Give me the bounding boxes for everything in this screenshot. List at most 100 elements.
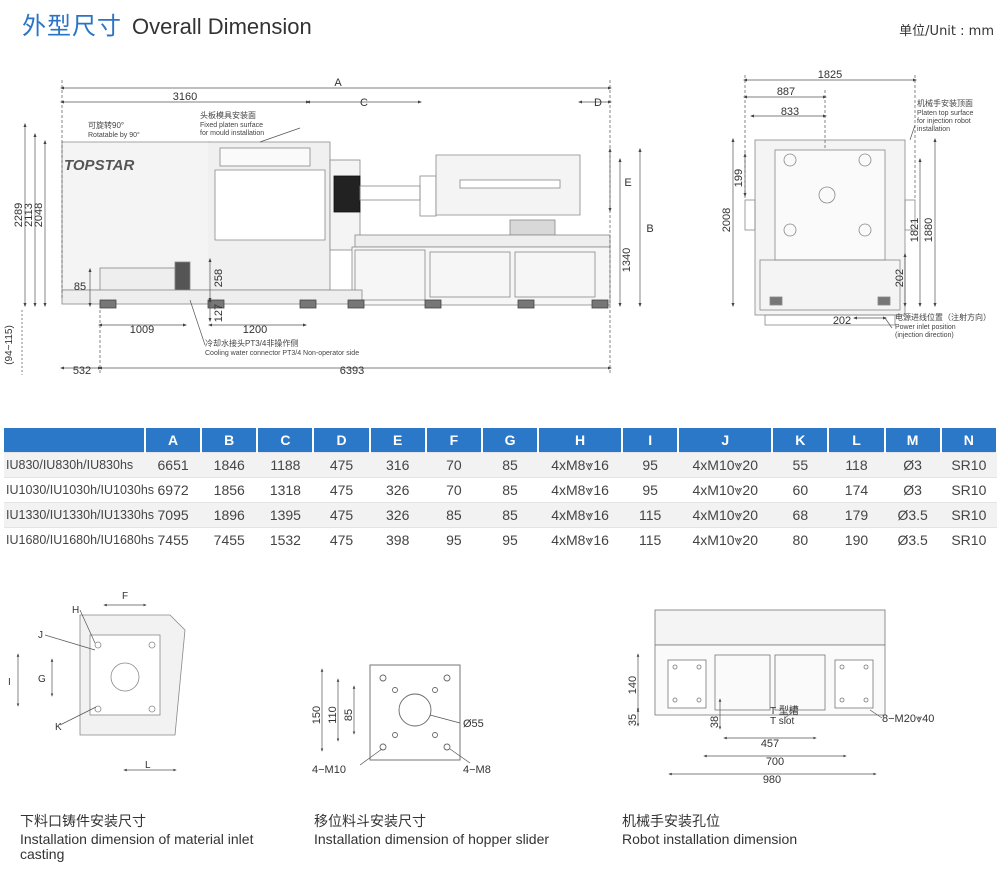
table-cell: 7455 [145, 527, 202, 552]
table-cell: 4xM10⩔20 [678, 452, 773, 478]
dim-140: 140 [627, 676, 639, 694]
robot-top-en1: Platen top surface [917, 110, 974, 117]
label-H: H [72, 605, 79, 616]
robot-install-drawing: 140 35 38 T 型槽 T slot 8−M20⩔40 457 700 9… [627, 609, 934, 786]
model-name-cell: IU1680/IU1680h/IU1680hs [4, 527, 154, 552]
power-inlet-en2: (injection direction) [895, 332, 954, 339]
dim-110: 110 [327, 706, 339, 724]
table-cell: 1188 [257, 452, 314, 478]
robot-top-zh: 机械手安装顶面 [917, 98, 973, 108]
label-K: K [55, 722, 62, 733]
table-cell: SR10 [940, 527, 997, 552]
dim-980: 980 [763, 774, 781, 786]
table-cell: 115 [622, 527, 679, 552]
table-cell: 4xM8⩔16 [538, 527, 623, 552]
table-header: D [313, 428, 371, 453]
table-cell: Ø3 [884, 452, 941, 478]
dim-38: 38 [709, 716, 721, 728]
table-cell: 1395 [257, 502, 314, 528]
dim-1825: 1825 [818, 69, 842, 81]
table-header: J [678, 428, 774, 453]
model-name-cell: IU830/IU830h/IU830hs [4, 452, 145, 478]
table-cell: 85 [425, 502, 482, 528]
table-cell: SR10 [940, 452, 997, 478]
dim-532: 532 [73, 365, 91, 377]
label-4-m8: 4−M8 [463, 764, 491, 776]
dim-833: 833 [781, 106, 799, 118]
platen-en1: Fixed platen surface [200, 122, 263, 129]
label-G: G [38, 674, 46, 685]
robot-top-en2: for injection robot [917, 118, 971, 125]
table-header: E [369, 428, 427, 453]
table-header: A [145, 428, 203, 453]
page-title: 外型尺寸 Overall Dimension [22, 6, 312, 41]
platen-en2: for mould installation [200, 130, 264, 137]
dim-d55: Ø55 [463, 718, 484, 730]
table-cell: 475 [313, 527, 370, 552]
table-cell: 4xM10⩔20 [678, 527, 773, 552]
table-cell: SR10 [940, 477, 997, 503]
table-cell: 4xM8⩔16 [538, 452, 623, 478]
table-header: F [425, 428, 483, 453]
table-cell: 4xM8⩔16 [538, 477, 623, 503]
table-cell: 6651 [145, 452, 202, 478]
dim-1880: 1880 [923, 218, 935, 242]
power-inlet-zh: 电源进线位置（注射方向） [895, 312, 991, 322]
table-cell: 1318 [257, 477, 314, 503]
inlet-casting-drawing: H J F I G K L [8, 591, 186, 772]
hopper-caption-en: Installation dimension of hopper slider [314, 831, 550, 847]
table-cell: Ø3.5 [884, 502, 941, 528]
title-zh: 外型尺寸 [22, 12, 122, 40]
dim-887: 887 [777, 86, 795, 98]
hopper-slider-drawing: 150 110 85 Ø55 4−M10 4−M8 [311, 664, 491, 776]
hopper-caption-zh: 移位料斗安装尺寸 [314, 814, 426, 830]
dim-2008: 2008 [721, 208, 733, 232]
table-cell: 398 [369, 527, 426, 552]
t-slot-zh: T 型槽 [770, 704, 799, 717]
label-J: J [38, 630, 43, 641]
dim-199: 199 [733, 169, 745, 187]
table-cell: 1532 [257, 527, 314, 552]
label-L: L [145, 760, 151, 771]
power-inlet-en1: Power inlet position [895, 324, 956, 331]
table-cell: 95 [622, 477, 679, 503]
dim-2289: 2289 [13, 203, 25, 227]
end-view-drawing: 1825 887 833 199 2008 1821 1880 202 202 … [721, 69, 991, 339]
table-header: G [481, 428, 540, 453]
table-header: I [622, 428, 680, 453]
robot-caption-zh: 机械手安装孔位 [622, 814, 720, 830]
brand-logo: TOPSTAR [64, 157, 134, 174]
dim-6393: 6393 [340, 365, 364, 377]
table-cell: 4xM10⩔20 [678, 502, 773, 528]
dim-2113: 2113 [23, 203, 35, 227]
platen-zh: 头板模具安装面 [200, 110, 256, 120]
table-cell: 7095 [145, 502, 202, 528]
table-cell: 179 [828, 502, 885, 528]
table-header-model [4, 428, 146, 453]
table-cell: 190 [828, 527, 885, 552]
dim-202-v: 202 [894, 269, 906, 287]
table-cell: 1896 [201, 502, 258, 528]
table-cell: 326 [369, 502, 426, 528]
dimension-table: A B C D E F G H I J K L M N IU830/IU830h… [4, 428, 999, 552]
table-cell: Ø3 [884, 477, 941, 503]
label-8-m20: 8−M20⩔40 [882, 713, 934, 725]
table-cell: Ø3.5 [884, 527, 941, 552]
dim-B: B [646, 223, 653, 235]
dim-94-115: (94~115) [4, 325, 15, 365]
dim-85: 85 [74, 281, 86, 293]
dim-1821: 1821 [909, 218, 921, 242]
table-cell: 60 [772, 477, 829, 503]
model-name-cell: IU1030/IU1030h/IU1030hs [4, 477, 154, 503]
title-en: Overall Dimension [132, 14, 312, 39]
table-cell: 475 [313, 477, 370, 503]
table-cell: 118 [828, 452, 885, 478]
inlet-caption-en: Installation dimension of material inlet… [20, 831, 254, 862]
label-4-m10: 4−M10 [312, 764, 346, 776]
model-name-cell: IU1330/IU1330h/IU1330hs [4, 502, 154, 528]
table-header: H [538, 428, 624, 453]
